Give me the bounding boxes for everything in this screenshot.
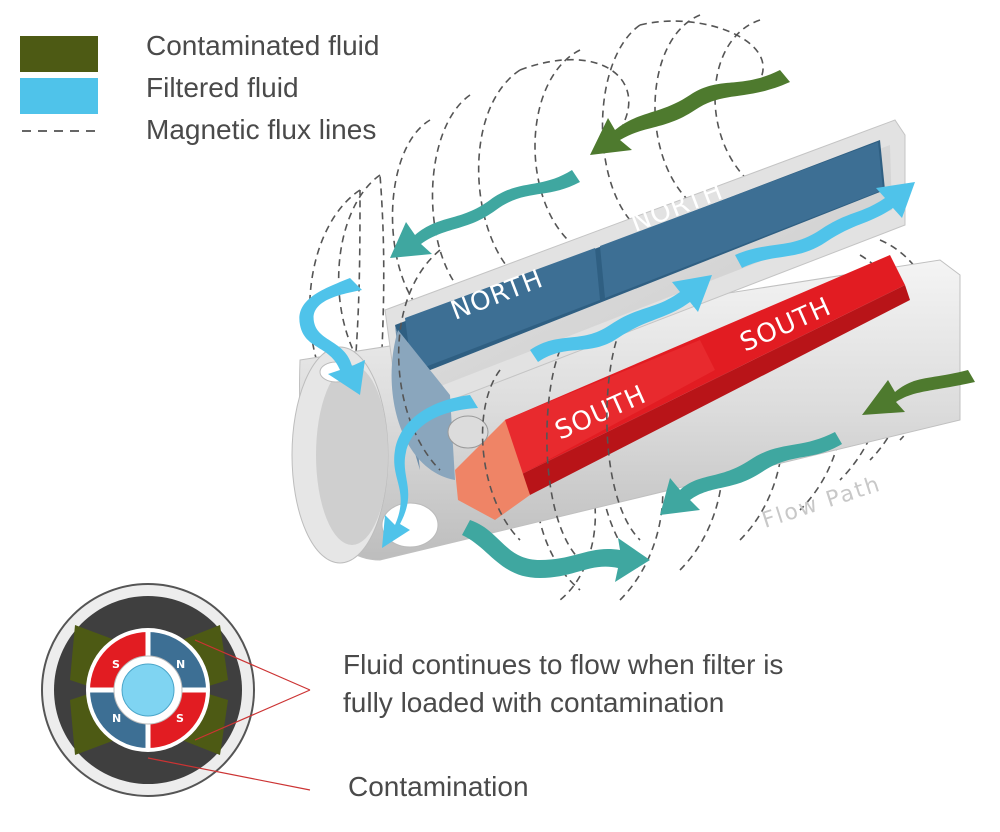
cross-section-view — [41, 583, 311, 797]
legend-swatch-contaminated — [20, 36, 98, 72]
contamination-label: Contamination — [348, 771, 529, 802]
legend-swatch-flux — [22, 130, 98, 132]
legend-label-flux: Magnetic flux lines — [146, 114, 377, 145]
pole-label-tr: N — [176, 658, 185, 671]
teal-fluid-arrows — [390, 170, 842, 582]
south-magnet-assembly — [455, 255, 910, 520]
north-magnet-assembly — [391, 140, 885, 480]
pole-label-bl: N — [112, 712, 121, 725]
caption-line-1: Fluid continues to flow when filter is — [343, 649, 784, 680]
legend-label-contaminated: Contaminated fluid — [146, 30, 380, 61]
pole-label-tl: S — [112, 658, 120, 671]
filtered-fluid-arrows — [299, 182, 915, 548]
flux-lines-front — [397, 249, 641, 561]
contaminated-fluid-arrows — [590, 70, 975, 415]
center-rod — [447, 415, 489, 449]
legend-label-filtered: Filtered fluid — [146, 72, 299, 103]
caption-line-2: fully loaded with contamination — [343, 687, 725, 718]
pole-label-br: S — [176, 712, 184, 725]
legend-swatch-filtered — [20, 78, 98, 114]
